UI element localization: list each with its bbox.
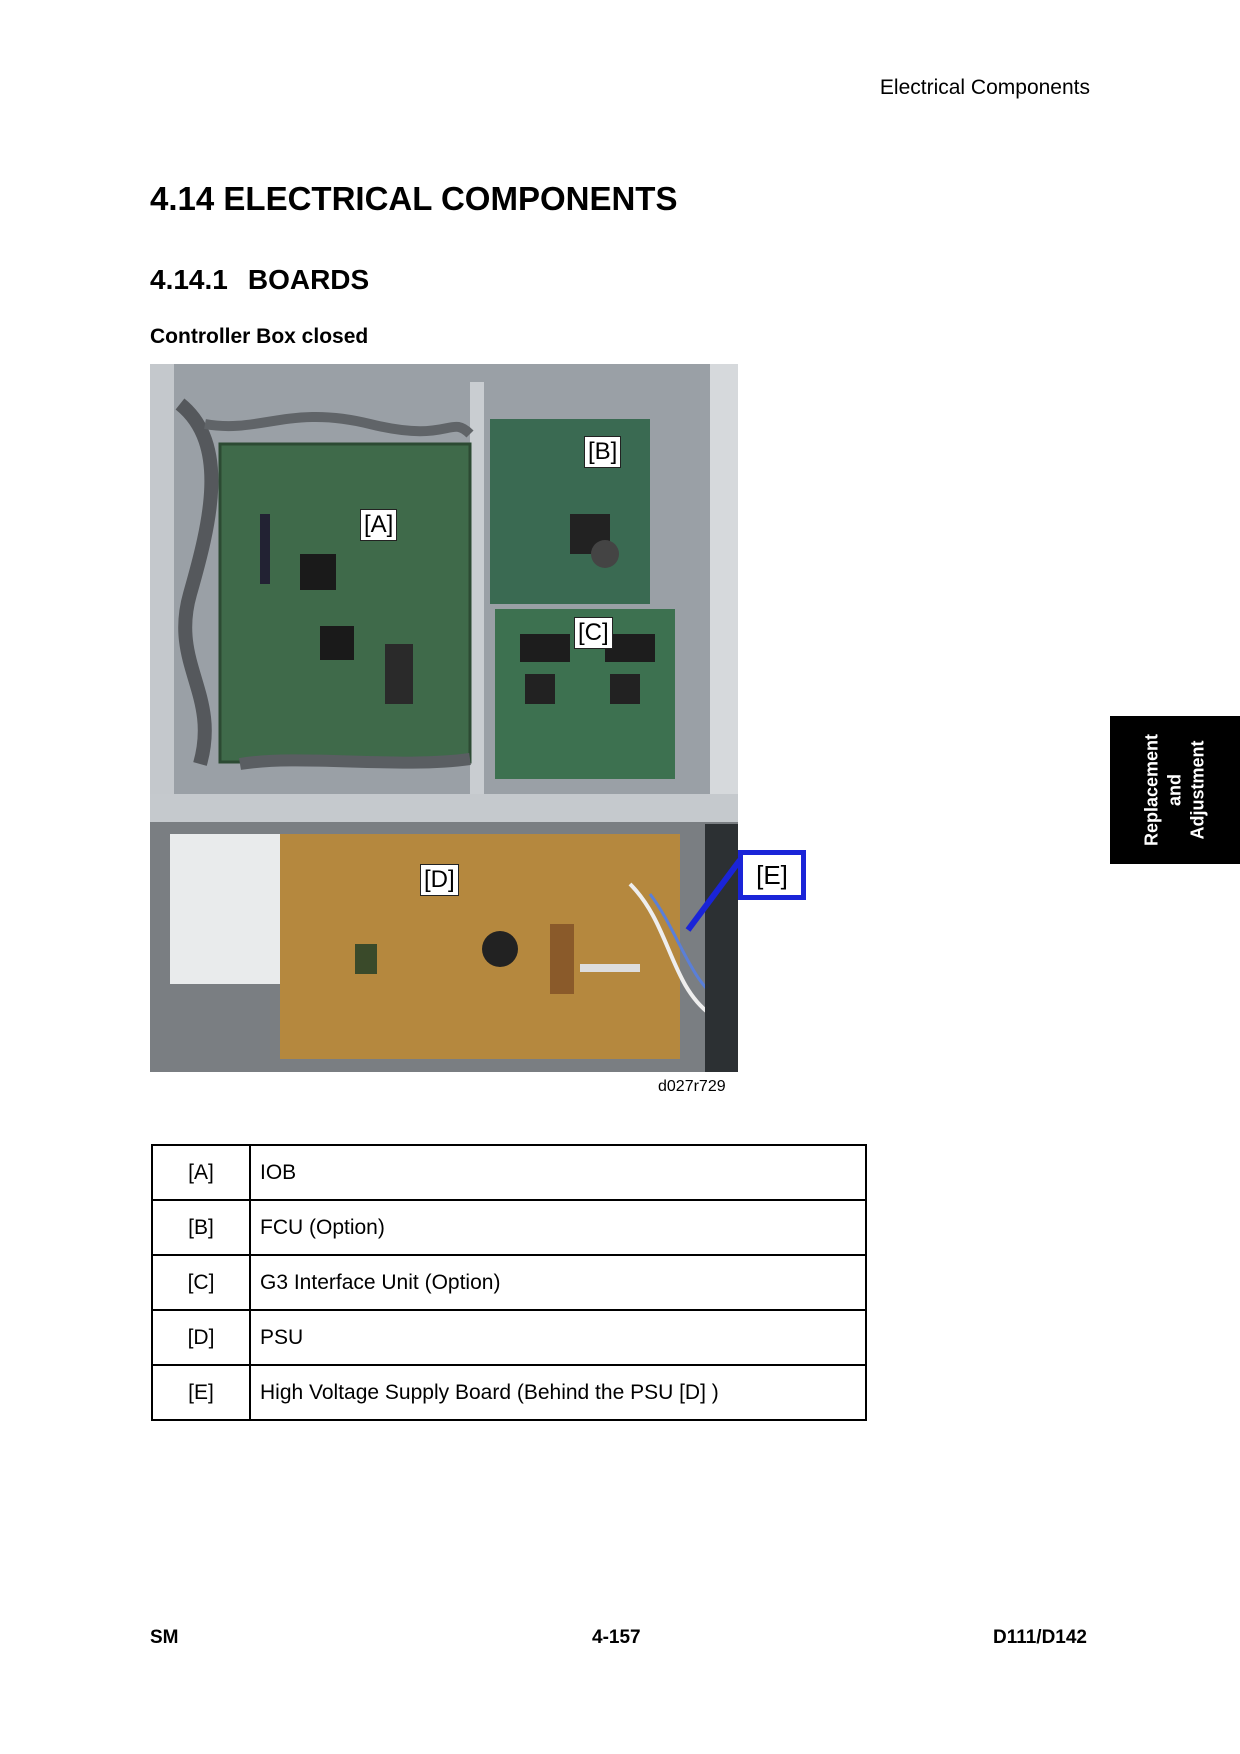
table-row: [A] IOB (151, 1144, 867, 1201)
footer-model: D111/D142 (992, 1627, 1087, 1648)
row-desc: PSU (249, 1309, 867, 1366)
side-tab-line2: and (1164, 774, 1185, 807)
callout-a: [A] (360, 509, 398, 541)
running-header: Electrical Components (879, 76, 1090, 99)
figure-id: d027r729 (658, 1078, 726, 1095)
row-desc: High Voltage Supply Board (Behind the PS… (249, 1364, 867, 1421)
section-title: 4.14 ELECTRICAL COMPONENTS (150, 180, 678, 217)
row-key: [A] (151, 1144, 251, 1201)
row-desc: FCU (Option) (249, 1199, 867, 1256)
parts-table: [A] IOB [B] FCU (Option) [C] G3 Interfac… (151, 1144, 867, 1421)
table-row: [D] PSU (151, 1309, 867, 1366)
chapter-side-tab: Replacement and Adjustment (1110, 716, 1240, 864)
page-number: 4-157 (592, 1627, 641, 1648)
footer-left: SM (150, 1627, 179, 1648)
subsection-title: 4.14.1 BOARDS (150, 264, 369, 296)
table-row: [C] G3 Interface Unit (Option) (151, 1254, 867, 1311)
subsection-label: BOARDS (247, 264, 370, 295)
row-desc: IOB (249, 1144, 867, 1201)
photo-illustration (150, 364, 738, 1072)
callout-c: [C] (574, 617, 613, 649)
subsection-number: 4.14.1 (150, 264, 228, 295)
row-desc: G3 Interface Unit (Option) (249, 1254, 867, 1311)
table-row: [B] FCU (Option) (151, 1199, 867, 1256)
row-key: [D] (151, 1309, 251, 1366)
side-tab-line3: Adjustment (1187, 740, 1208, 840)
side-tab-line1: Replacement (1141, 733, 1162, 847)
callout-b: [B] (584, 436, 622, 468)
row-key: [E] (151, 1364, 251, 1421)
row-key: [B] (151, 1199, 251, 1256)
side-tab-text: Replacement and Adjustment (1141, 720, 1210, 860)
figure-caption: Controller Box closed (150, 325, 369, 348)
row-key: [C] (151, 1254, 251, 1311)
callout-e: [E] (738, 850, 806, 900)
controller-box-photo: [A] [B] [C] [D] (150, 364, 738, 1072)
table-row: [E] High Voltage Supply Board (Behind th… (151, 1364, 867, 1421)
callout-d: [D] (420, 864, 459, 896)
